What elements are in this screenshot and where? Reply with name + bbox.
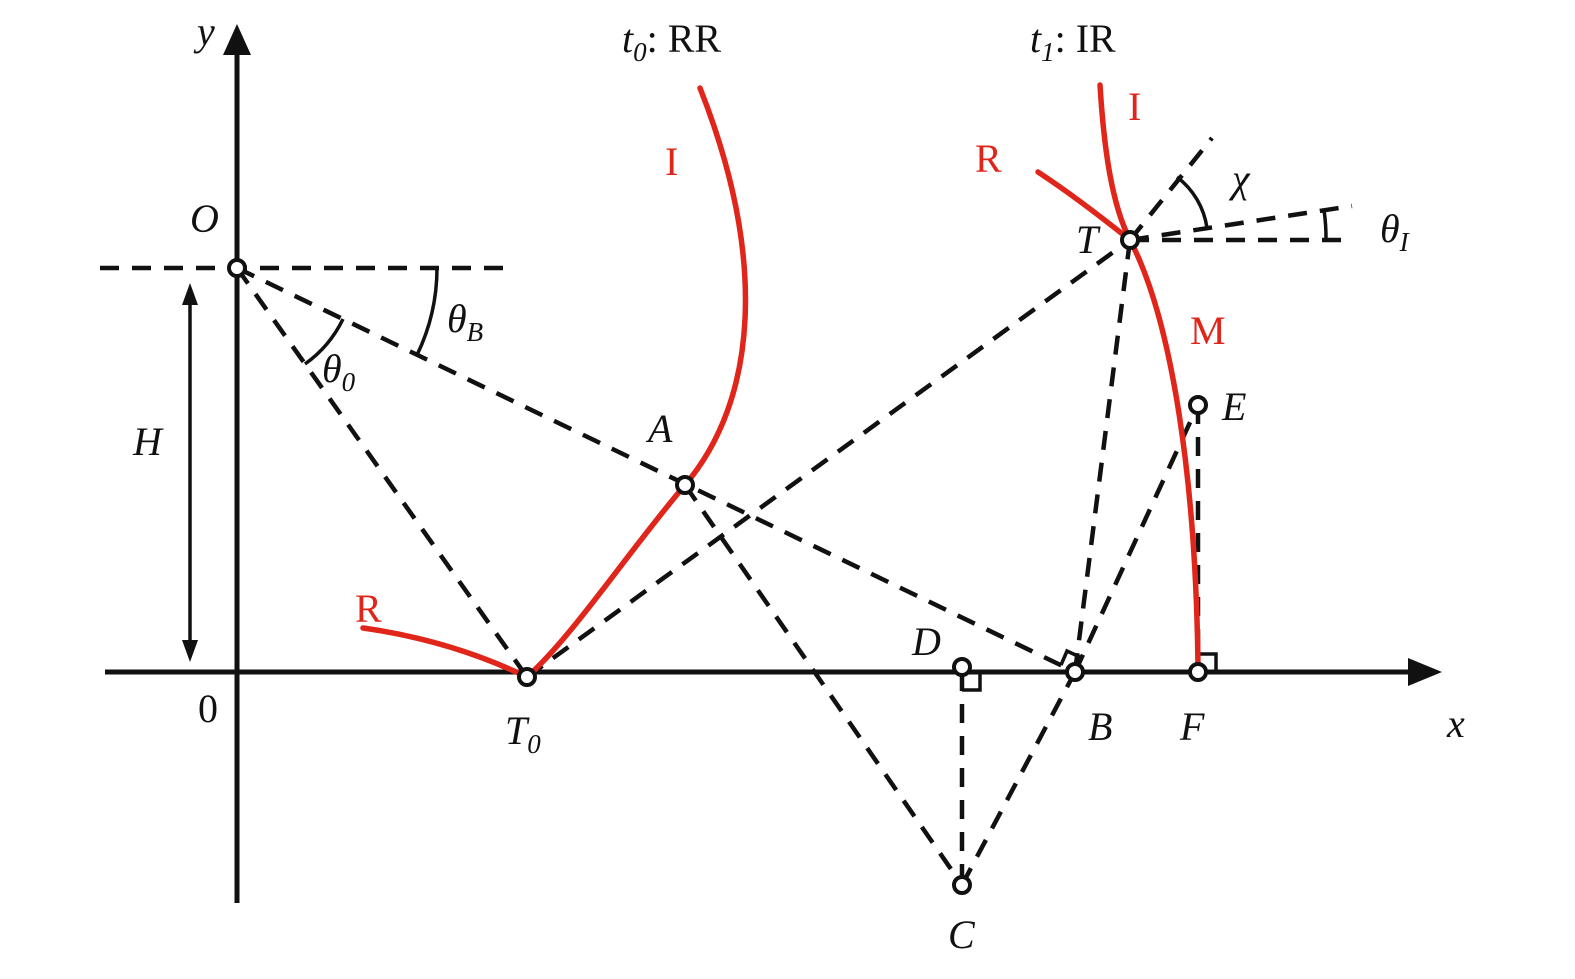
reflected-wave-right-label: R [975, 136, 1002, 181]
line-A-C [683, 483, 964, 887]
point-O [227, 258, 247, 278]
x-axis-label: x [1446, 701, 1465, 746]
construction-lines [100, 136, 1353, 887]
point-F-label: F [1179, 704, 1205, 749]
labels: y x 0 O H θB θ0 A T0 D B F E C T χ θI t0… [132, 9, 1465, 957]
points [227, 230, 1208, 895]
point-T-label: T [1076, 217, 1101, 262]
point-B [1065, 662, 1085, 682]
reflected-wave-right [1035, 169, 1133, 243]
reflected-wave-left-label: R [355, 586, 382, 631]
wave-labels: I R R I M [355, 84, 1226, 631]
point-D-label: D [911, 619, 941, 664]
right-angle-marks [962, 648, 1218, 692]
line-B-E [1072, 404, 1201, 673]
mach-stem-label: M [1190, 308, 1226, 353]
incident-wave-right [1097, 82, 1133, 243]
point-A-label: A [645, 406, 673, 451]
y-axis-arrowhead-icon [223, 24, 251, 55]
H-label: H [132, 419, 164, 464]
point-O-label: O [190, 196, 219, 241]
chi-label: χ [1228, 156, 1251, 201]
triple-point-trajectory-T0-T [525, 238, 1132, 679]
H-arrow-up-icon [182, 283, 198, 305]
y-axis-label: y [193, 9, 215, 54]
line-B-T [1072, 239, 1133, 673]
incident-wave-left [524, 85, 749, 680]
theta-I-arc [1322, 209, 1328, 241]
wavefronts [360, 82, 1201, 680]
x-axis-arrowhead-icon [1408, 658, 1442, 686]
time-t1-caption: t1: IR [1030, 16, 1116, 67]
point-T [1120, 230, 1140, 250]
trajectory-extension-beyond-T [1128, 136, 1214, 242]
reflected-wave-left [360, 625, 530, 680]
theta-0-label: θ0 [322, 346, 356, 397]
H-arrow-down-icon [182, 640, 198, 662]
chi-arc [1175, 175, 1209, 229]
incident-wave-left-label: I [665, 139, 678, 184]
incident-wave-right-label: I [1128, 84, 1141, 129]
point-T0 [517, 667, 537, 687]
theta-I-label: θI [1380, 206, 1411, 257]
point-T0-label: T0 [505, 708, 541, 759]
point-E-label: E [1221, 384, 1246, 429]
point-C-label: C [948, 912, 976, 957]
angle-arcs [303, 175, 1328, 366]
line-O-T0 [235, 266, 529, 679]
line-C-B [960, 670, 1077, 887]
point-E [1188, 395, 1208, 415]
point-C [952, 875, 972, 895]
point-D [952, 657, 972, 677]
inclined-ray-through-T [1129, 203, 1353, 243]
time-t0-caption: t0: RR [622, 16, 721, 67]
theta-B-label: θB [447, 296, 483, 347]
point-B-label: B [1088, 704, 1112, 749]
theta-0-arc [303, 318, 345, 366]
mach-stem-wave [1127, 237, 1201, 671]
point-F [1188, 662, 1208, 682]
line-O-A-B [236, 265, 1076, 675]
right-angle-at-D [962, 672, 982, 692]
theta-B-arc [415, 267, 439, 356]
right-angle-at-F [1198, 652, 1218, 672]
point-A [675, 475, 695, 495]
height-dimension [182, 283, 198, 662]
origin-label: 0 [198, 686, 218, 731]
right-angle-at-B [1059, 648, 1083, 666]
